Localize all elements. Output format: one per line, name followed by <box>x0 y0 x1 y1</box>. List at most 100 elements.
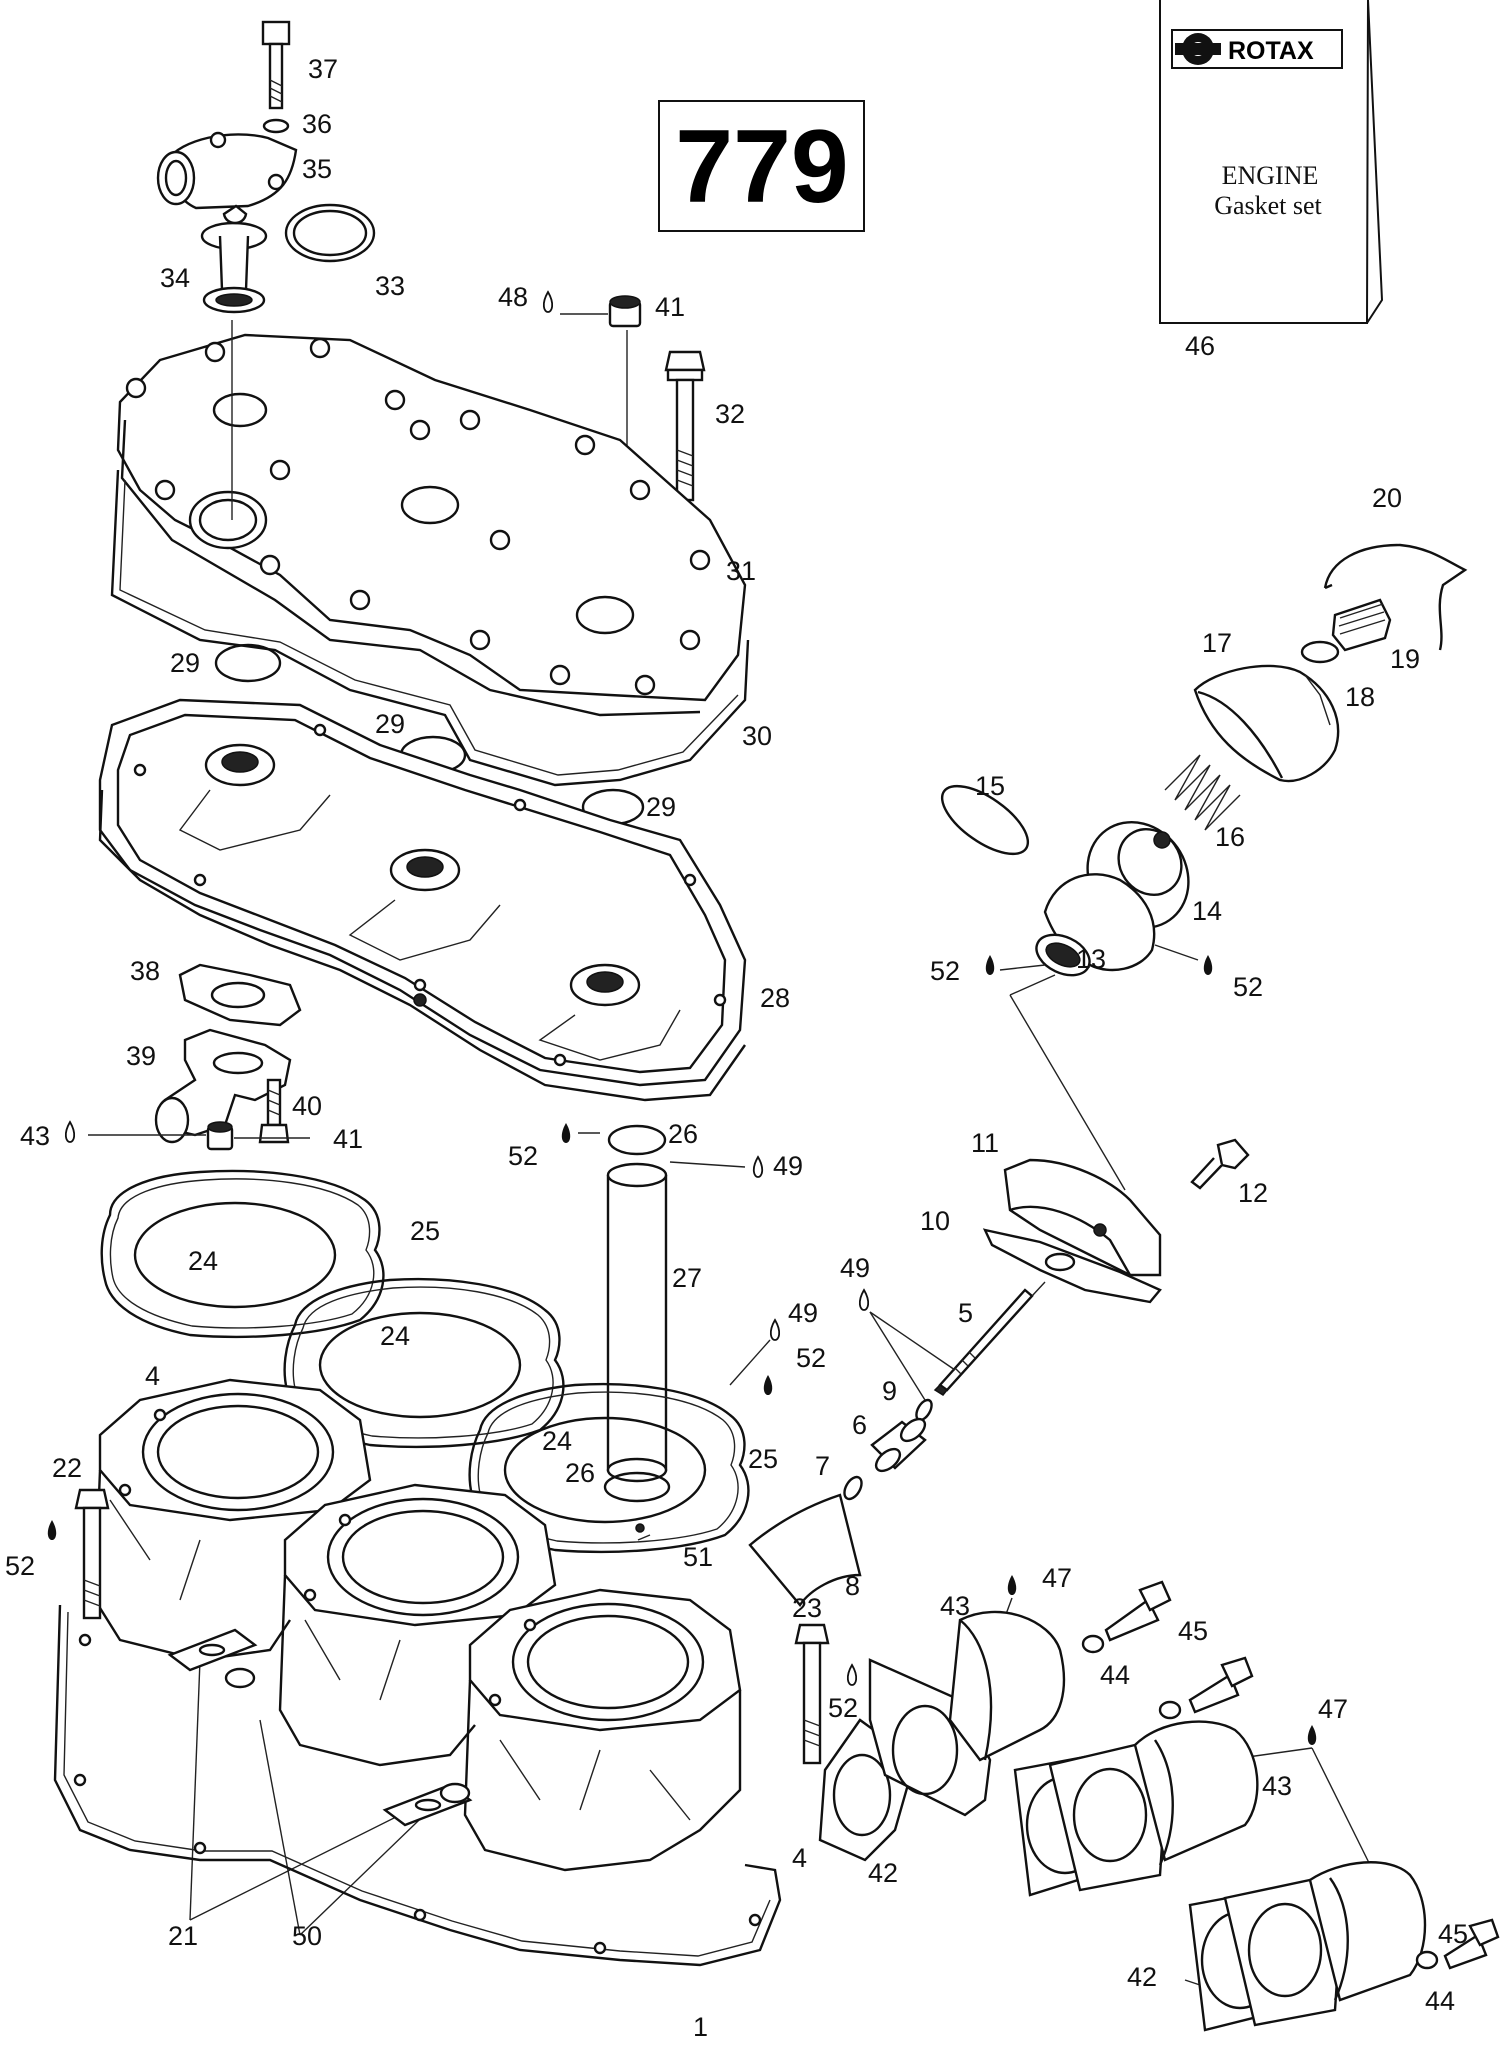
part-20-clip <box>1323 543 1468 651</box>
part-5-stud <box>933 1281 1046 1396</box>
label-22: 22 <box>52 1453 82 1483</box>
label-4-bottom: 4 <box>792 1843 807 1873</box>
label-43-left: 43 <box>20 1121 50 1151</box>
drop-52-pump-a <box>985 955 995 975</box>
drop-52-pump-b <box>1203 955 1213 975</box>
label-45-bottom: 45 <box>1438 1919 1468 1949</box>
part-31-cylinder-head <box>116 320 747 717</box>
label-47-top: 47 <box>1042 1563 1072 1593</box>
label-11: 11 <box>971 1128 999 1158</box>
label-25-right: 25 <box>748 1444 778 1474</box>
label-21: 21 <box>168 1921 198 1951</box>
kit-title-gasket-set: Gasket set <box>1214 191 1322 220</box>
label-6: 6 <box>852 1410 867 1440</box>
part-45-screw-a <box>1104 1580 1172 1642</box>
rotax-gear-logo <box>1175 33 1221 65</box>
label-1: 1 <box>693 2012 708 2042</box>
label-19: 19 <box>1390 644 1420 674</box>
drop-52-bolt <box>846 1663 858 1686</box>
label-20: 20 <box>1372 483 1402 513</box>
label-50: 50 <box>292 1921 322 1951</box>
part-35-housing <box>156 131 298 210</box>
drop-47-b <box>1307 1725 1317 1745</box>
part-33-o-ring <box>284 203 376 263</box>
label-48: 48 <box>498 282 528 312</box>
drop-52-center <box>561 1123 571 1143</box>
label-7: 7 <box>815 1451 830 1481</box>
label-33: 33 <box>375 271 405 301</box>
label-49-pipe: 49 <box>773 1151 803 1181</box>
drop-43-open <box>64 1120 76 1143</box>
callout-labels: 37 36 35 34 33 48 41 32 31 29 29 29 30 2… <box>5 54 1468 2042</box>
label-37: 37 <box>308 54 338 84</box>
label-36: 36 <box>302 109 332 139</box>
part-4-cylinder-block <box>93 1378 742 1872</box>
label-41-left: 41 <box>333 1124 363 1154</box>
part-43-adapter-a <box>948 1610 1066 1762</box>
label-42-bottom: 42 <box>1127 1962 1157 1992</box>
part-13-bellows <box>1035 873 1156 977</box>
part-26-o-ring-top <box>607 1124 667 1156</box>
part-30-gasket <box>110 469 750 787</box>
label-16: 16 <box>1215 822 1245 852</box>
part-29-o-ring-a <box>214 643 282 683</box>
pump-group <box>748 543 1468 1608</box>
part-23-bolt <box>794 1623 830 1765</box>
label-27: 27 <box>672 1263 702 1293</box>
label-52-liner: 52 <box>796 1343 826 1373</box>
part-37-bolt <box>261 20 291 110</box>
label-10: 10 <box>920 1206 950 1236</box>
label-29-right: 29 <box>646 792 676 822</box>
label-30: 30 <box>742 721 772 751</box>
part-45-screw-b <box>1188 1656 1254 1714</box>
thermostat-group <box>156 20 376 314</box>
label-24-left: 24 <box>188 1246 218 1276</box>
label-8: 8 <box>845 1571 860 1601</box>
label-12: 12 <box>1238 1178 1268 1208</box>
label-13: 13 <box>1076 944 1106 974</box>
part-6-sleeve <box>870 1417 927 1473</box>
label-9: 9 <box>882 1376 897 1406</box>
part-50-washer-b <box>439 1782 471 1804</box>
part-22-bolt <box>74 1488 110 1620</box>
part-44-washer-c <box>1415 1950 1439 1970</box>
part-8-baffle <box>748 1493 862 1608</box>
part-18-o-ring <box>1300 640 1340 664</box>
label-42-left: 42 <box>868 1858 898 1888</box>
part-15-ring <box>940 784 1030 856</box>
part-51-dowel <box>635 1523 645 1533</box>
drop-52-liner <box>763 1375 773 1395</box>
drop-47-a <box>1007 1575 1017 1595</box>
label-24-right: 24 <box>542 1426 572 1456</box>
label-47-right: 47 <box>1318 1694 1348 1724</box>
label-38: 38 <box>130 956 160 986</box>
part-21-bracket-a <box>167 1628 258 1672</box>
part-25-gasket-a <box>100 1169 385 1339</box>
label-39: 39 <box>126 1041 156 1071</box>
part-17-cover <box>1193 664 1340 783</box>
part-39-elbow <box>154 1028 292 1144</box>
part-41-plug-left <box>64 1120 310 1151</box>
label-14: 14 <box>1192 896 1222 926</box>
label-24-mid: 24 <box>380 1321 410 1351</box>
label-44-top: 44 <box>1100 1660 1130 1690</box>
part-45-screw-c <box>1443 1918 1500 1970</box>
label-52-pump-right: 52 <box>1233 972 1263 1002</box>
label-46: 46 <box>1185 331 1215 361</box>
flange-group-lower <box>1013 1720 1500 2032</box>
label-4-top: 4 <box>145 1361 160 1391</box>
kit-title-engine: ENGINE <box>1222 161 1319 190</box>
label-17: 17 <box>1202 628 1232 658</box>
label-44-bottom: 44 <box>1425 1986 1455 2016</box>
label-28: 28 <box>760 983 790 1013</box>
label-15: 15 <box>975 771 1005 801</box>
label-35: 35 <box>302 154 332 184</box>
label-43-top: 43 <box>940 1591 970 1621</box>
part-16-spring <box>1164 754 1241 831</box>
label-40: 40 <box>292 1091 322 1121</box>
head-bolt-holes <box>125 337 711 696</box>
label-5: 5 <box>958 1298 973 1328</box>
label-52-left: 52 <box>5 1551 35 1581</box>
diagram-number: 779 <box>675 109 849 225</box>
